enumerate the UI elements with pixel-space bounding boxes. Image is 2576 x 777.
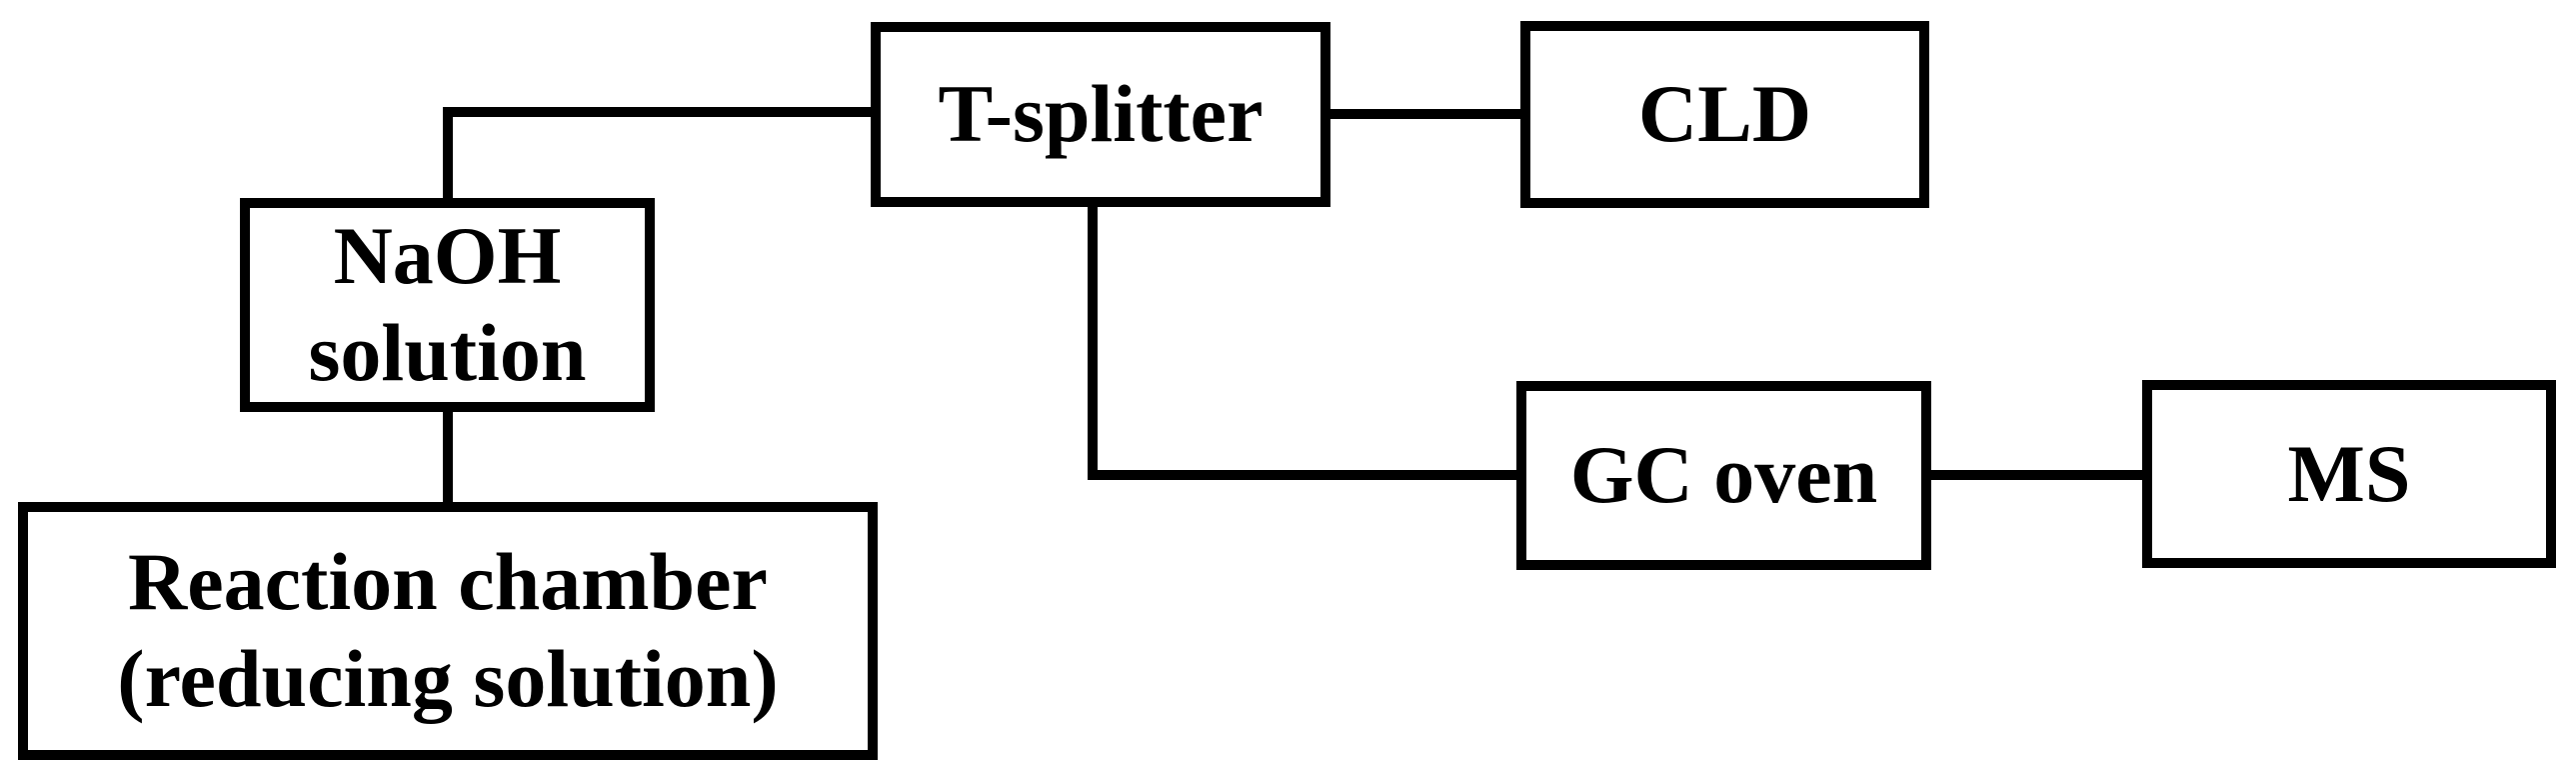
- node-ms: MS: [2142, 380, 2556, 568]
- node-naoh-solution: NaOH solution: [240, 198, 655, 412]
- edge-tsplitter-to-naoh-vertical: [443, 107, 453, 202]
- node-cld-label: CLD: [1637, 68, 1812, 160]
- node-gc-oven-label: GC oven: [1569, 429, 1878, 521]
- node-naoh-solution-label: NaOH solution: [308, 210, 587, 398]
- edge-gcoven-to-ms: [1931, 470, 2146, 480]
- edge-naoh-to-reaction-chamber: [443, 408, 453, 506]
- edge-tsplitter-to-gcoven-vertical: [1088, 203, 1098, 480]
- node-reaction-chamber-label: Reaction chamber (reducing solution): [117, 536, 779, 724]
- node-t-splitter-label: T-splitter: [938, 68, 1264, 160]
- edge-tsplitter-to-cld: [1330, 109, 1520, 119]
- node-cld: CLD: [1520, 21, 1929, 208]
- edge-tsplitter-to-gcoven-horizontal: [1088, 470, 1520, 480]
- node-reaction-chamber: Reaction chamber (reducing solution): [18, 502, 878, 760]
- node-ms-label: MS: [2287, 427, 2411, 519]
- edge-tsplitter-to-naoh-horizontal: [443, 107, 871, 117]
- node-gc-oven: GC oven: [1516, 381, 1931, 570]
- node-t-splitter: T-splitter: [871, 22, 1330, 207]
